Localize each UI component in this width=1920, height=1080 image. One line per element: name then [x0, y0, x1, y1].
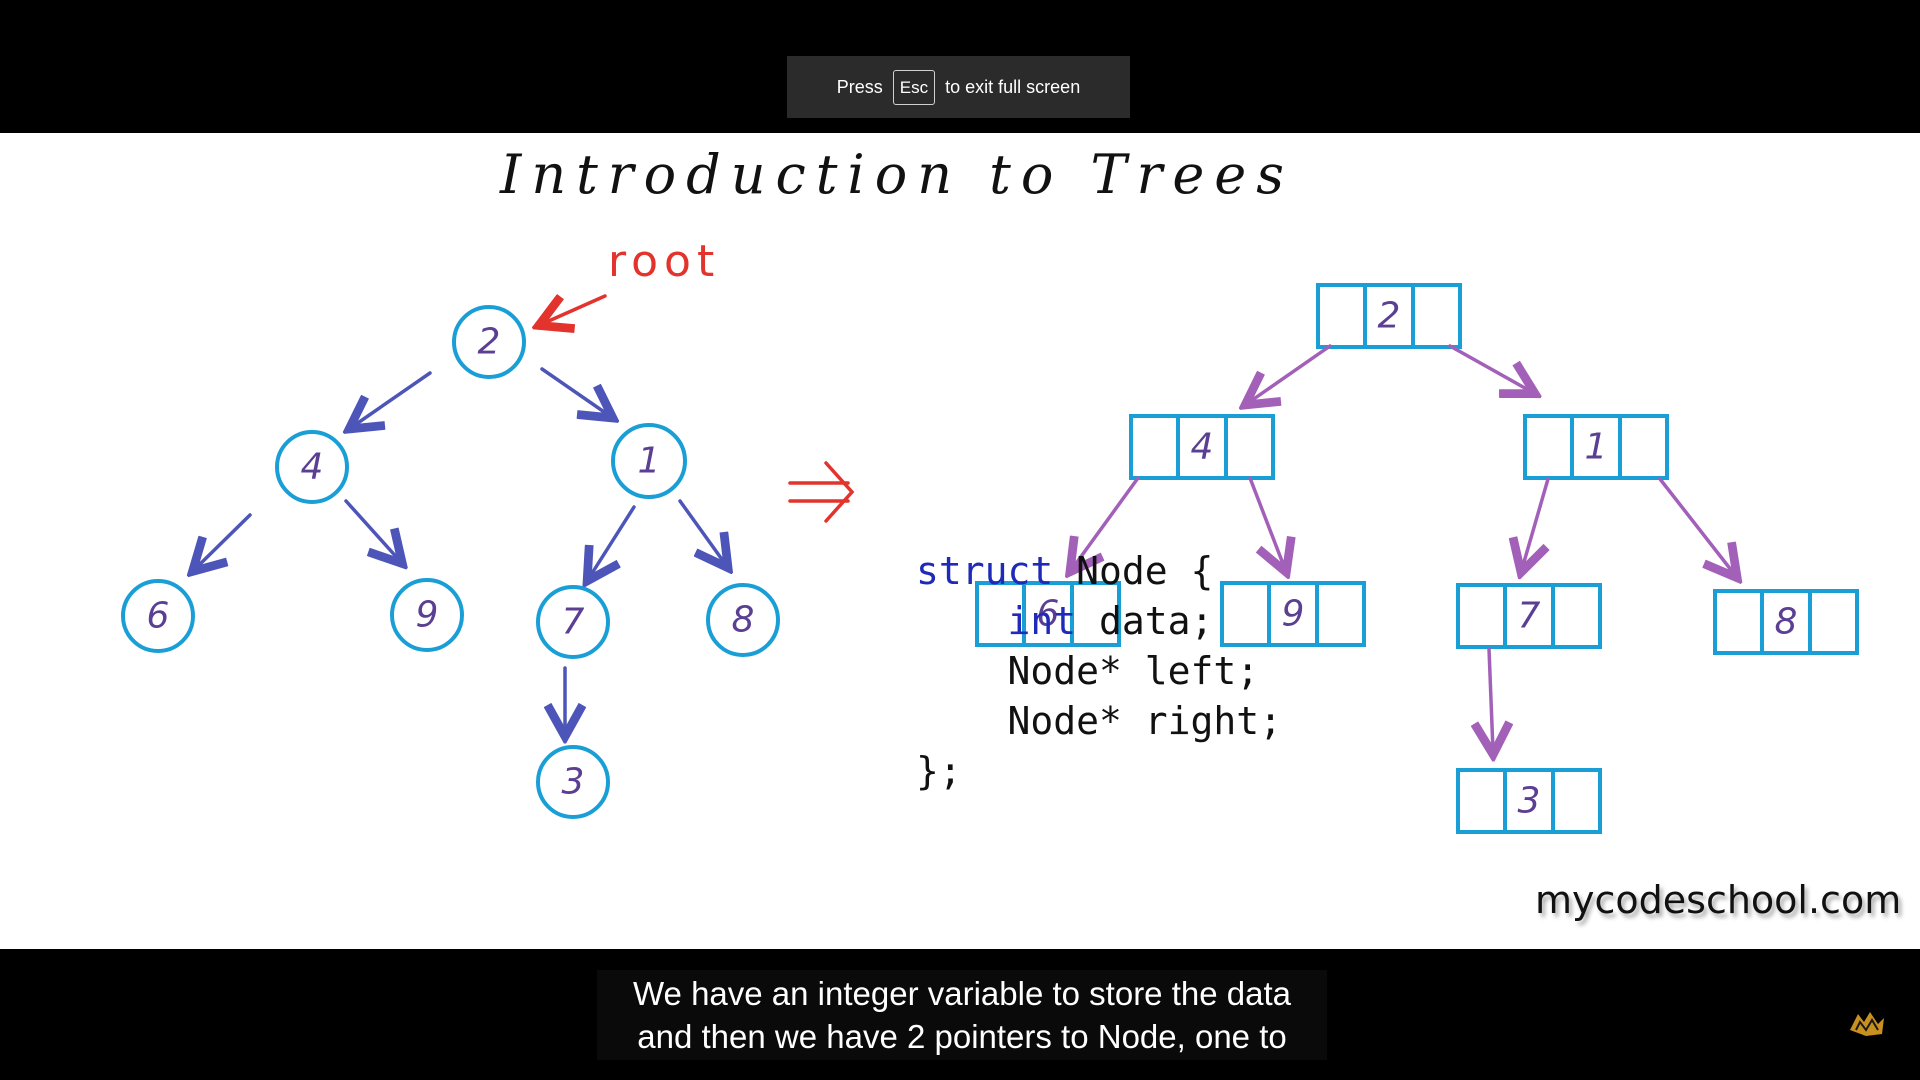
code-line-4: Node* right; — [1007, 699, 1283, 743]
code-line-5: }; — [916, 749, 962, 793]
struct-node-value-left-right: 9 — [1282, 594, 1305, 635]
tree-node-circle-left — [275, 430, 349, 504]
struct-node-left-right: 9 — [1220, 581, 1366, 647]
edge-2-4 — [352, 371, 432, 427]
struct-edge-1-7 — [1522, 477, 1550, 569]
brand-watermark: mycodeschool.com — [1535, 878, 1902, 922]
tree-node-circle-right-left-child — [536, 745, 610, 819]
edge-1-8 — [678, 499, 726, 565]
struct-code-block: struct Node { int data; Node* left; Node… — [916, 546, 1282, 796]
tree-node-circle-right — [611, 423, 687, 499]
edge-4-6 — [195, 513, 252, 569]
code-keyword-int: int — [1007, 599, 1077, 643]
code-keyword-struct: struct — [916, 549, 1054, 593]
edge-2-1 — [540, 367, 610, 416]
code-line-3: Node* left; — [1007, 649, 1260, 693]
tree-node-value-right-right: 8 — [732, 600, 755, 641]
fullscreen-notice: Press Esc to exit full screen — [787, 56, 1130, 118]
caption-line-1: We have an integer variable to store the… — [633, 975, 1291, 1012]
tree-node-value-left: 4 — [301, 447, 324, 488]
tree-node-circle-left-right — [390, 578, 464, 652]
struct-node-right-right: 8 — [1713, 589, 1859, 655]
tree-node-value-right-left-child: 3 — [562, 762, 585, 803]
transform-arrow-icon — [788, 461, 855, 523]
struct-node-right-left: 7 — [1456, 583, 1602, 649]
tree-node-value-left-right: 9 — [416, 595, 439, 636]
struct-node-left: 4 — [1129, 414, 1275, 480]
struct-node-value-right-left-child: 3 — [1518, 781, 1541, 822]
tree-diagram: Introduction to Trees root 2 4 1 6 9 7 8… — [121, 143, 1859, 834]
struct-node-value-right-right: 8 — [1775, 602, 1798, 643]
tree-node-value-right: 1 — [638, 441, 661, 482]
edge-1-7 — [589, 505, 636, 578]
struct-edge-2-4 — [1248, 344, 1332, 403]
tree-node-circle-root — [452, 305, 526, 379]
video-slide[interactable]: Introduction to Trees root 2 4 1 6 9 7 8… — [0, 133, 1920, 949]
slide-title: Introduction to Trees — [499, 143, 1294, 206]
tree-node-value-right-left: 7 — [562, 602, 585, 643]
channel-logo-icon[interactable] — [1846, 1008, 1888, 1040]
code-line-2-rest: data; — [1076, 599, 1214, 643]
struct-node-value-right: 1 — [1585, 427, 1608, 468]
esc-key-badge: Esc — [892, 69, 936, 105]
tree-node-circle-right-right — [706, 583, 780, 657]
struct-edge-2-1 — [1448, 344, 1532, 392]
struct-node-value-root: 2 — [1378, 296, 1401, 337]
fullscreen-notice-prefix: Press — [836, 76, 883, 97]
tree-node-value-left-left: 6 — [147, 596, 170, 637]
subtitle-caption: We have an integer variable to store the… — [597, 970, 1327, 1060]
tree-node-circle-right-left — [536, 585, 610, 659]
struct-edge-1-8 — [1658, 477, 1735, 575]
struct-node-right-left-child: 3 — [1456, 768, 1602, 834]
fullscreen-notice-suffix: to exit full screen — [945, 76, 1081, 97]
root-label: root — [608, 236, 720, 287]
caption-line-2: and then we have 2 pointers to Node, one… — [637, 1018, 1287, 1055]
struct-node-right: 1 — [1523, 414, 1669, 480]
edge-4-9 — [344, 499, 400, 561]
struct-edge-4-9 — [1248, 476, 1285, 569]
tree-node-circle-left-left — [121, 579, 195, 653]
struct-node-value-left-left: 6 — [1037, 594, 1060, 635]
code-line-1-rest: Node { — [1053, 549, 1214, 593]
struct-node-value-right-left: 7 — [1518, 596, 1541, 637]
struct-edge-4-6 — [1072, 476, 1140, 569]
tree-node-value-root: 2 — [478, 322, 501, 363]
struct-node-value-left: 4 — [1191, 427, 1214, 468]
struct-node-root: 2 — [1316, 283, 1462, 349]
struct-node-left-left: 6 — [975, 581, 1121, 647]
struct-edge-7-3 — [1489, 647, 1493, 751]
root-pointer-arrow — [542, 296, 607, 324]
